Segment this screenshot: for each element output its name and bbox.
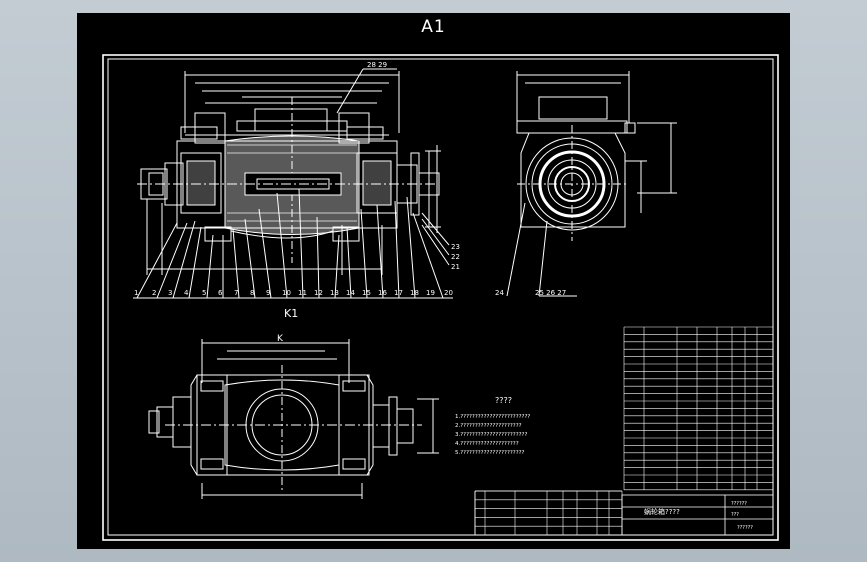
parts-list-upper	[623, 326, 774, 491]
balloon-5: 5	[202, 289, 206, 297]
balloon-14: 14	[346, 289, 355, 297]
balloon-11: 11	[298, 289, 307, 297]
balloon-22: 22	[451, 253, 460, 261]
balloon-side-24: 24	[495, 289, 504, 297]
tech-req-title: ????	[495, 396, 512, 405]
balloon-right-stack: 23 22 21	[451, 243, 460, 271]
tech-req-lines: 1.???????????????????????? 2.????????????…	[455, 414, 530, 456]
tech-req-line: 1.????????????????????????	[455, 414, 530, 420]
front-section-view	[133, 68, 453, 299]
balloon-3: 3	[168, 289, 172, 297]
balloon-15: 15	[362, 289, 371, 297]
section-view-label: K1	[284, 307, 298, 320]
balloon-2: 2	[152, 289, 156, 297]
sheet-size-label: A1	[421, 17, 446, 37]
balloon-21: 21	[451, 263, 460, 271]
balloon-side-25-27: 25 26 27	[535, 289, 566, 297]
balloon-16: 16	[378, 289, 387, 297]
balloon-1: 1	[134, 289, 138, 297]
tech-req-line: 5.??????????????????????	[455, 450, 525, 456]
balloon-6: 6	[218, 289, 223, 297]
drawing-number: ??????	[737, 525, 753, 531]
side-view	[506, 71, 677, 297]
balloon-top-callout: 28 29	[367, 61, 387, 69]
balloon-13: 13	[330, 289, 339, 297]
parts-list-lower	[474, 490, 623, 536]
balloon-23: 23	[451, 243, 460, 251]
title-block-code: ??????	[731, 501, 747, 507]
balloon-17: 17	[394, 289, 403, 297]
balloon-8: 8	[250, 289, 254, 297]
balloon-19: 19	[426, 289, 435, 297]
tech-req-line: 3.???????????????????????	[455, 432, 527, 438]
tech-req-line: 2.?????????????????????	[455, 423, 522, 429]
cad-drawing: K1 K 28 29 12345678910111213141516171819…	[102, 54, 779, 541]
balloon-12: 12	[314, 289, 323, 297]
balloon-9: 9	[266, 289, 270, 297]
balloon-18: 18	[410, 289, 419, 297]
top-view-label: K	[277, 334, 284, 344]
balloon-4: 4	[184, 289, 189, 297]
drawing-sheet: A1	[77, 13, 790, 549]
drawing-name: 蜗轮箱????	[644, 507, 680, 516]
title-block-grid	[474, 490, 774, 536]
tech-req-line: 4.????????????????????	[455, 441, 519, 447]
balloon-10: 10	[282, 289, 291, 297]
outer-border	[102, 54, 779, 541]
balloon-20: 20	[444, 289, 453, 297]
title-block-maker: ???	[731, 512, 739, 518]
inner-border	[107, 58, 774, 536]
top-view	[148, 339, 439, 499]
balloon-7: 7	[234, 289, 238, 297]
